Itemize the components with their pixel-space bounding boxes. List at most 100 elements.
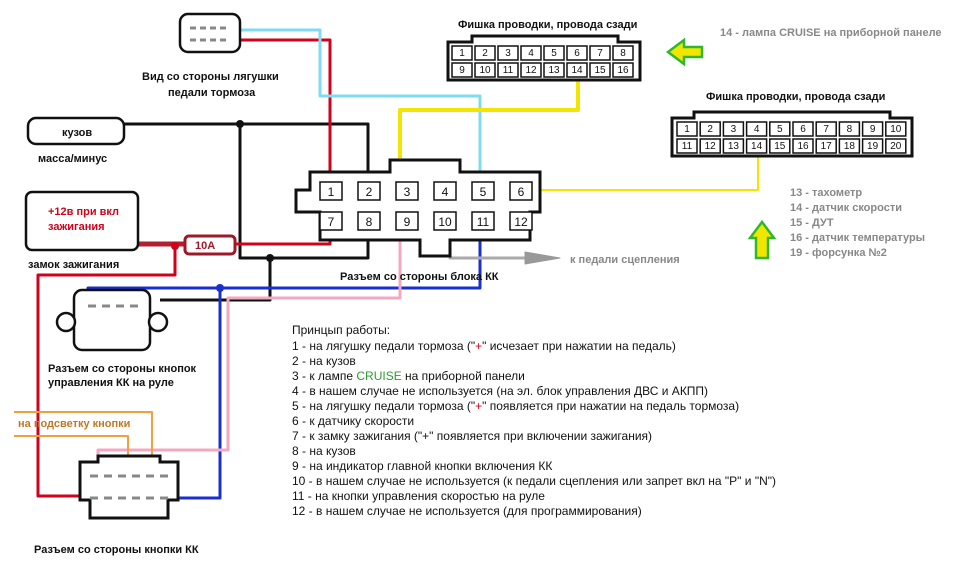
ignition-lock-label: замок зажигания (28, 259, 119, 271)
rear2-pin-box (722, 138, 745, 154)
rear1-pin-box (589, 45, 611, 61)
main-pin-box (319, 211, 343, 231)
fuse (183, 234, 237, 256)
rear2-pin-box (815, 121, 837, 137)
principle-line-12: 12 - в нашем случае не используется (для… (292, 504, 642, 518)
rear2-pin-box (676, 121, 698, 137)
rear2-pin-label: 9 (870, 124, 876, 135)
rear1-pin-label: 14 (571, 65, 583, 76)
rear2-pin-box (861, 121, 884, 137)
main-pin-box (471, 181, 495, 201)
main-pin-label: 1 (328, 185, 335, 199)
rear1-pin-label: 3 (505, 48, 511, 59)
rear2-pin-label: 15 (774, 141, 786, 152)
rear2-pin-label: 10 (890, 124, 902, 135)
main-pin-box (395, 211, 419, 231)
rear1-pin-box (451, 45, 473, 61)
rear1-pin-box (520, 62, 542, 78)
rear2-pin-label: 14 (751, 141, 763, 152)
principle-line-7: 7 - к замку зажигания ("+" появляется пр… (292, 429, 652, 443)
wire-brake-red (230, 38, 332, 180)
rear1-pin-label: 7 (597, 48, 603, 59)
rear1-pin-box (474, 62, 496, 78)
wire-brake-cyan (230, 28, 482, 180)
rear2-pin-box (699, 121, 721, 137)
rear2-pin-label: 2 (707, 124, 713, 135)
junction-red (171, 242, 179, 250)
wire-ground-top (122, 122, 370, 180)
rear2-pin-box (885, 121, 907, 137)
principle-line-3: 3 - к лампе CRUISE на приборной панели (292, 369, 525, 383)
junction-ground-1 (236, 120, 244, 128)
main-pin-box (509, 181, 533, 201)
wire-ground-2 (238, 124, 370, 260)
backlight-label: на подсветку кнопки (18, 418, 130, 430)
main-pin-box (509, 211, 533, 231)
green-arrow-2 (747, 219, 777, 260)
body-ground-box (26, 116, 126, 146)
rear2-legend-item: 16 - датчик температуры (790, 232, 925, 244)
rear1-pin-box (474, 45, 496, 61)
rear2-pin-label: 13 (728, 141, 740, 152)
main-pin-box (395, 181, 419, 201)
clutch-arrow (524, 251, 561, 265)
rear1-pin-box (589, 62, 611, 78)
rear2-pin-box (699, 138, 721, 154)
cruise-lamp-label: 14 - лампа CRUISE на приборной панеле (720, 27, 942, 39)
rear1-pin-label: 5 (551, 48, 557, 59)
rear1-pin-label: 6 (574, 48, 580, 59)
brake-switch-connector (178, 12, 242, 54)
main-pin-box (471, 211, 495, 231)
rear2-pin-label: 18 (844, 141, 856, 152)
wire-cruise-yellow (398, 76, 580, 180)
wire-ign-red-2 (235, 230, 332, 246)
rear2-pin-box (792, 121, 814, 137)
brake-view-label-2: педали тормоза (168, 87, 256, 99)
rear1-pin-label: 12 (525, 65, 537, 76)
rear2-pin-box (815, 138, 837, 154)
rear2-pin-label: 4 (754, 124, 760, 135)
rear2-pin-box (745, 138, 768, 154)
main-pin-box (357, 211, 381, 231)
rear1-pin-label: 4 (528, 48, 534, 59)
rear2-pin-box (838, 121, 861, 137)
wheel-connector (55, 288, 169, 352)
rear2-pin-label: 8 (847, 124, 853, 135)
principle-line-11: 11 - на кнопки управления скоростью на р… (292, 489, 545, 503)
main-pin-box (357, 181, 381, 201)
principle-line-5: 5 - на лягушку педали тормоза ("+" появл… (292, 399, 739, 413)
wire-ign-red-3 (36, 246, 177, 498)
ignition-box (24, 190, 140, 252)
wire-speed-yellow (530, 150, 759, 191)
rear2-pin-label: 17 (821, 141, 833, 152)
wire-ground-3 (160, 258, 272, 302)
main-pin-label: 5 (480, 185, 487, 199)
main-pin-label: 8 (366, 215, 373, 229)
rear2-legend-item: 15 - ДУТ (790, 217, 834, 229)
rear1-pin-box (612, 45, 634, 61)
rear1-pin-box (520, 45, 542, 61)
main-pin-box (433, 181, 457, 201)
rear2-pin-box (861, 138, 884, 154)
rear1-pin-box (543, 45, 565, 61)
principle-notes: Принцып работы: 1 - на лягушку педали то… (292, 323, 776, 518)
rear1-pin-box (497, 62, 519, 78)
rear1-pin-label: 8 (620, 48, 626, 59)
clutch-label: к педали сцепления (570, 254, 680, 266)
rear2-pin-box (769, 138, 791, 154)
rear2-pin-box (745, 121, 768, 137)
ignition-text-1: +12в при вкл (48, 206, 119, 218)
rear2-pin-box (838, 138, 861, 154)
main-pin-box (433, 211, 457, 231)
rear2-pin-box (769, 121, 791, 137)
rear1-pin-label: 16 (617, 65, 629, 76)
rear1-pin-box (566, 62, 588, 78)
rear2-pin-label: 7 (823, 124, 829, 135)
rear2-pin-label: 1 (684, 124, 690, 135)
principle-line-8: 8 - на кузов (292, 444, 356, 458)
rear2-pin-label: 16 (797, 141, 809, 152)
